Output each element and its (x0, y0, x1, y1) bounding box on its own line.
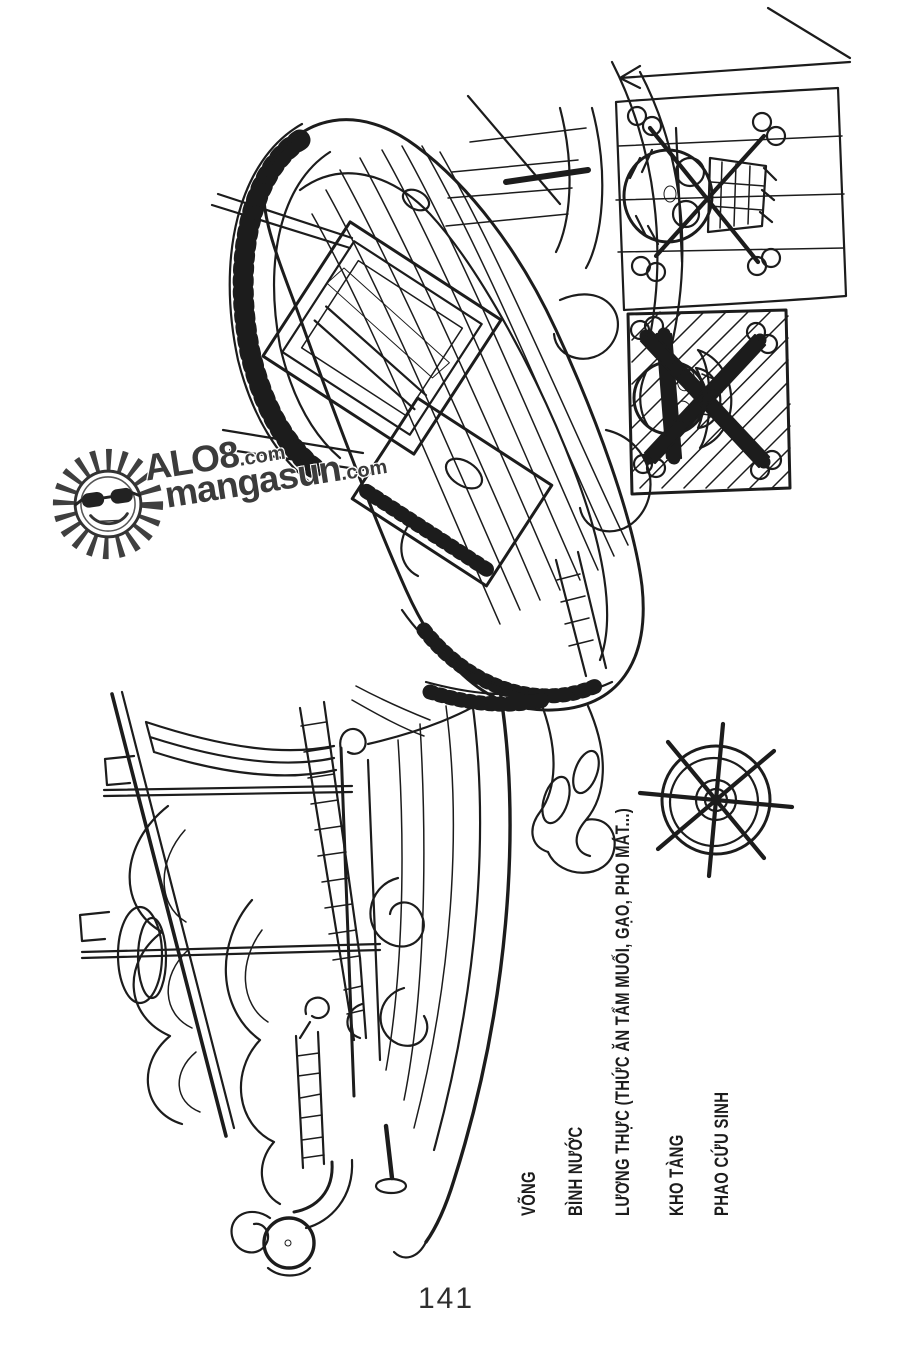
ship-top-view-sketch (210, 6, 852, 874)
label-life-buoy: PHAO CỨU SINH (712, 1091, 733, 1216)
label-provisions: LƯƠNG THỰC (THỨC ĂN TẨM MUỐI, GẠO, PHO M… (613, 807, 634, 1216)
sun-with-sunglasses-icon (52, 448, 164, 560)
page-number: 141 (417, 1282, 475, 1315)
ship-wheel-sketch (637, 721, 795, 879)
label-water-container: BÌNH NƯỚC (566, 1126, 587, 1216)
straw-hat-jolly-roger-sketch (626, 308, 792, 496)
label-storage: KHO TÀNG (667, 1134, 688, 1216)
ship-side-view-sketch (78, 680, 552, 1277)
label-hammock: VÕNG (519, 1171, 540, 1216)
jolly-roger-flag-sketch (614, 60, 852, 312)
